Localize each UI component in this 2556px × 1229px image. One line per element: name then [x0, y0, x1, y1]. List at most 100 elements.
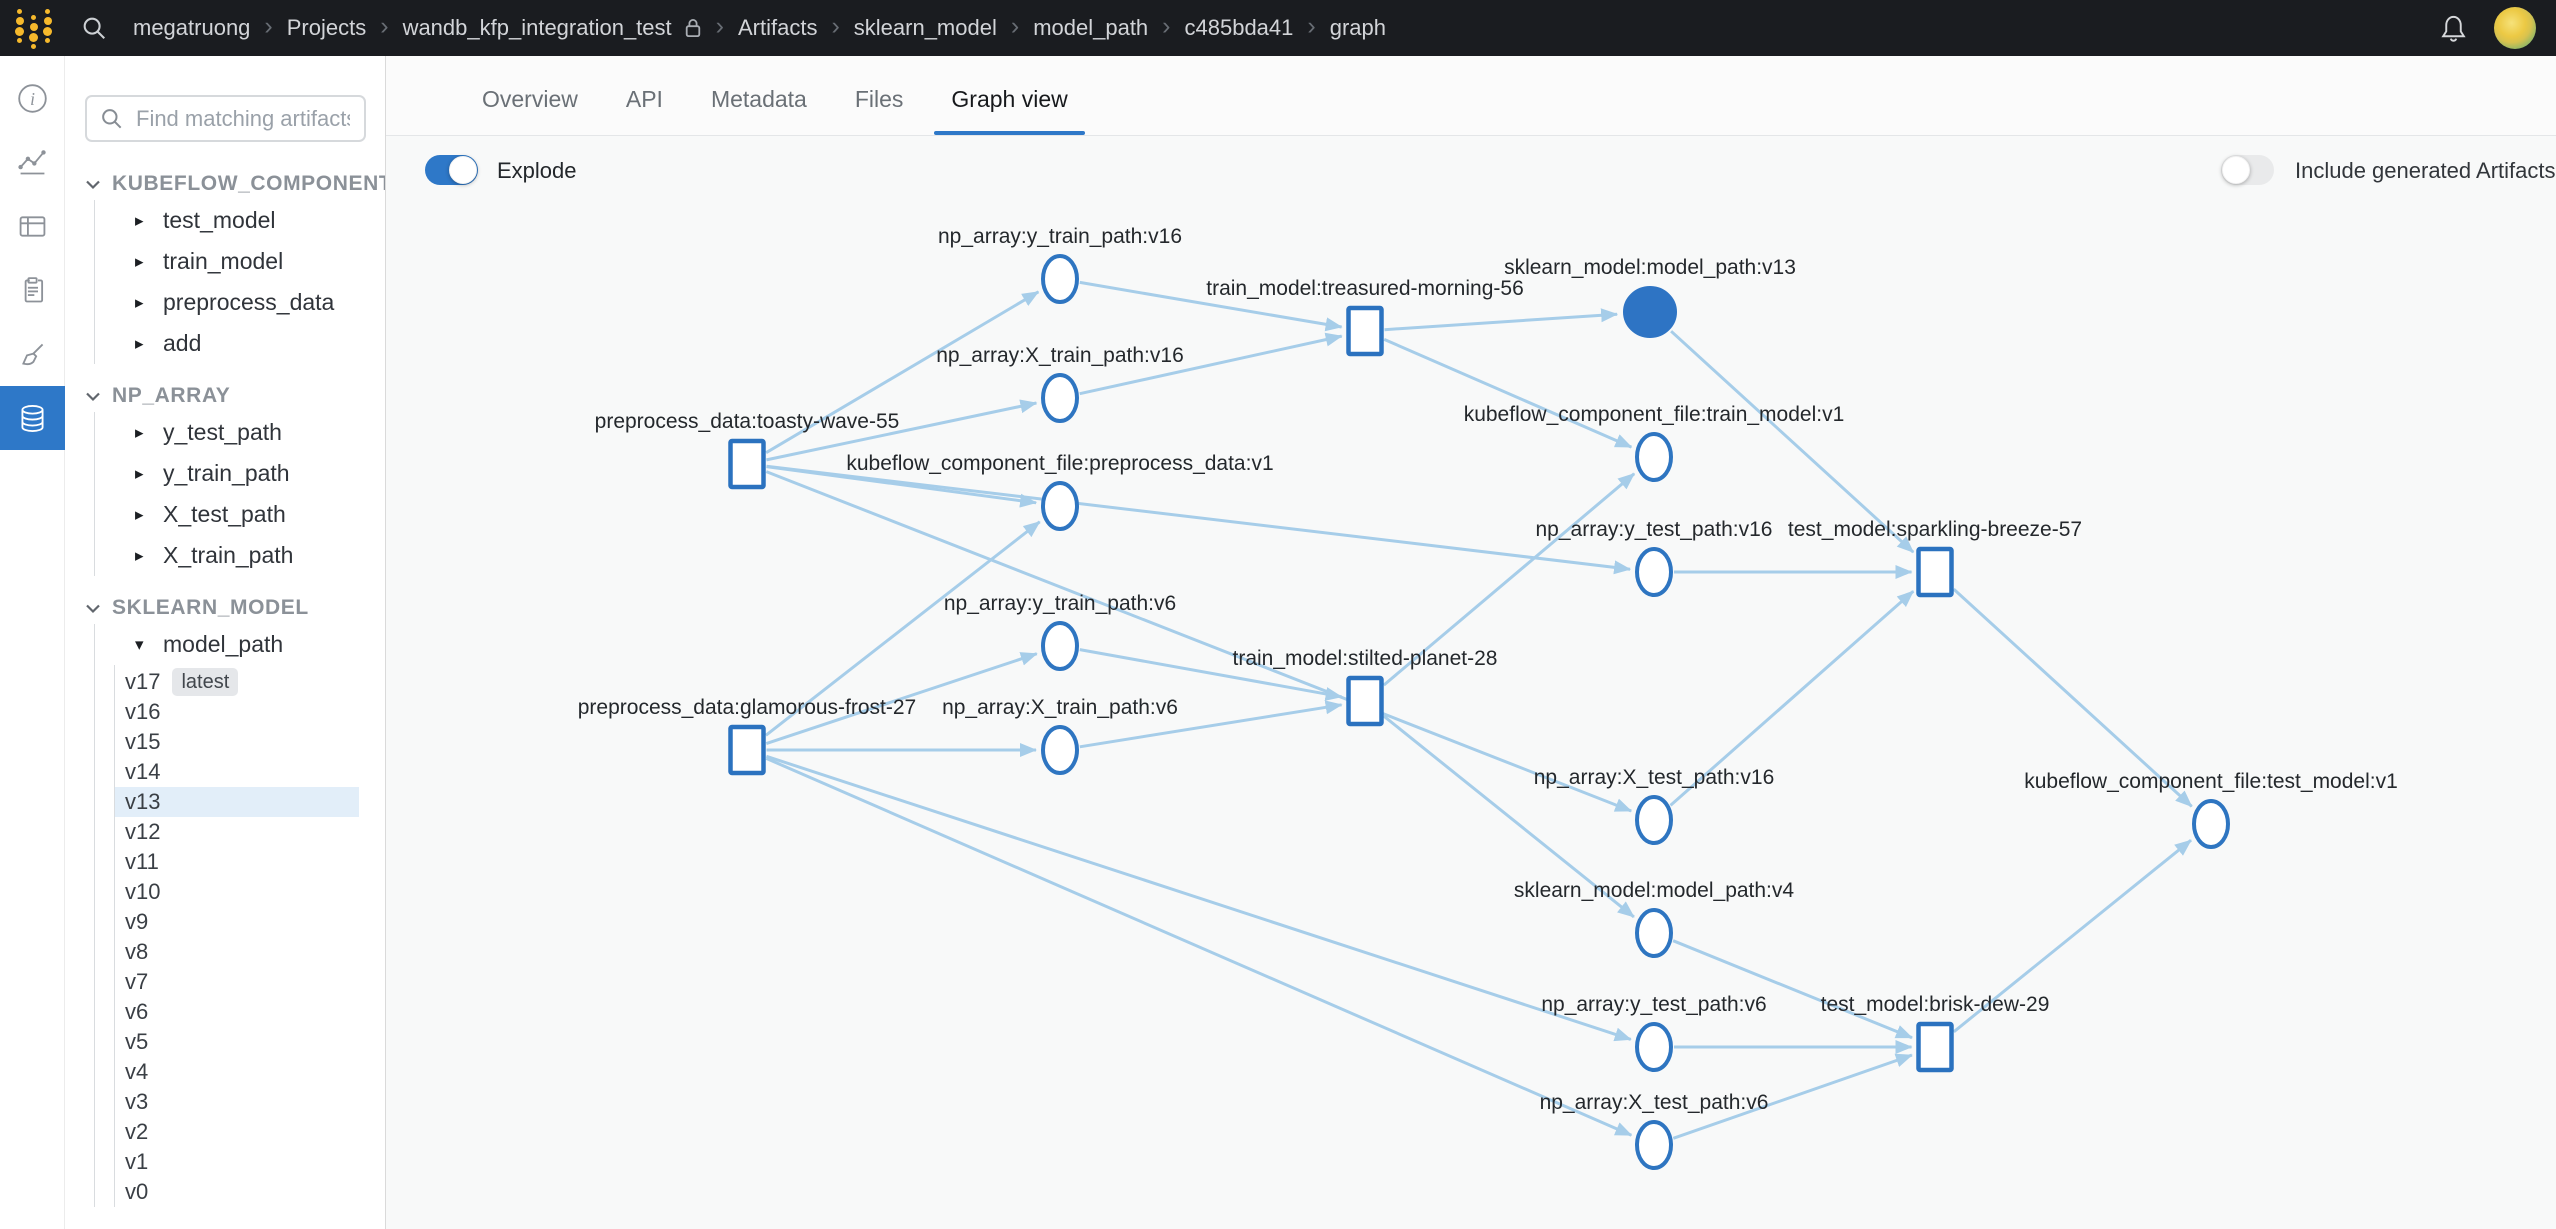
artifact-graph-canvas[interactable]: np_array:y_train_path:v16train_model:tre… [386, 56, 2556, 1229]
version-item-v13[interactable]: v13 [115, 787, 359, 817]
tree-section-header[interactable]: SKLEARN_MODEL [85, 592, 385, 624]
graph-node-B[interactable] [1346, 305, 1384, 357]
tree-item-add[interactable]: ▸add [95, 323, 385, 364]
graph-node-L[interactable] [1041, 725, 1079, 775]
breadcrumb-separator: › [264, 11, 273, 40]
version-item-v0[interactable]: v0 [115, 1177, 359, 1207]
graph-node-label: np_array:X_train_path:v6 [942, 696, 1178, 719]
triangle-right-icon: ▸ [135, 251, 144, 271]
graph-node-label: sklearn_model:model_path:v13 [1504, 256, 1796, 279]
version-item-v9[interactable]: v9 [115, 907, 359, 937]
version-item-v7[interactable]: v7 [115, 967, 359, 997]
tree-item-y_test_path[interactable]: ▸y_test_path [95, 412, 385, 453]
tree-item-X_test_path[interactable]: ▸X_test_path [95, 494, 385, 535]
graph-edge-M-J [765, 652, 1038, 746]
notifications-bell-icon[interactable] [2439, 13, 2468, 44]
rail-item-reports[interactable] [0, 258, 65, 322]
graph-node-N[interactable] [1635, 795, 1673, 845]
rail-item-charts[interactable] [0, 130, 65, 194]
explode-toggle[interactable] [425, 155, 478, 185]
version-label: v14 [125, 759, 161, 784]
graph-node-E[interactable] [728, 438, 766, 490]
breadcrumb-separator: › [715, 11, 724, 40]
graph-edge-E-H [766, 464, 1632, 575]
graph-node-label: np_array:X_train_path:v16 [936, 344, 1184, 367]
tree-item-train_model[interactable]: ▸train_model [95, 241, 385, 282]
version-item-v6[interactable]: v6 [115, 997, 359, 1027]
version-item-v8[interactable]: v8 [115, 937, 359, 967]
tree-item-preprocess_data[interactable]: ▸preprocess_data [95, 282, 385, 323]
graph-node-M[interactable] [728, 724, 766, 776]
breadcrumb-item[interactable]: megatruong [133, 15, 251, 40]
version-item-v1[interactable]: v1 [115, 1147, 359, 1177]
tab-metadata[interactable]: Metadata [710, 86, 807, 112]
graph-node-R[interactable] [2192, 799, 2230, 849]
version-item-v10[interactable]: v10 [115, 877, 359, 907]
tree-section-label: SKLEARN_MODEL [112, 596, 309, 619]
version-item-v16[interactable]: v16 [115, 697, 359, 727]
version-item-v15[interactable]: v15 [115, 727, 359, 757]
version-item-v11[interactable]: v11 [115, 847, 359, 877]
graph-node-H[interactable] [1635, 547, 1673, 597]
graph-node-P[interactable] [1635, 1022, 1673, 1072]
breadcrumb-item[interactable]: c485bda41 [1184, 15, 1294, 40]
breadcrumb-item[interactable]: graph [1329, 15, 1386, 40]
version-label: v5 [125, 1029, 149, 1054]
tree-section-header[interactable]: KUBEFLOW_COMPONENT... [85, 168, 385, 200]
version-item-v5[interactable]: v5 [115, 1027, 359, 1057]
version-item-v2[interactable]: v2 [115, 1117, 359, 1147]
graph-node-label: np_array:y_train_path:v6 [944, 592, 1176, 615]
graph-node-C[interactable] [1623, 286, 1677, 338]
artifact-sidebar: KUBEFLOW_COMPONENT...▸test_model▸train_m… [65, 56, 386, 1229]
breadcrumb-item[interactable]: model_path [1033, 15, 1149, 40]
rail-item-tables[interactable] [0, 194, 65, 258]
rail-item-sweeps[interactable] [0, 322, 65, 386]
tree-section-header[interactable]: NP_ARRAY [85, 380, 385, 412]
graph-node-O[interactable] [1635, 908, 1673, 958]
breadcrumb-item[interactable]: wandb_kfp_integration_test [402, 15, 672, 40]
avatar[interactable] [2494, 7, 2536, 49]
rail-item-artifacts[interactable] [0, 386, 65, 450]
graph-node-Q[interactable] [1916, 1021, 1954, 1073]
artifact-search-box[interactable] [85, 95, 366, 142]
breadcrumb-item[interactable]: Projects [286, 15, 367, 40]
graph-edge-A-B [1079, 280, 1343, 332]
graph-node-G[interactable] [1635, 432, 1673, 482]
version-item-v3[interactable]: v3 [115, 1087, 359, 1117]
version-item-v12[interactable]: v12 [115, 817, 359, 847]
breadcrumb-item[interactable]: sklearn_model [853, 15, 997, 40]
tree-item-model_path[interactable]: ▾model_path [95, 624, 385, 665]
graph-node-F[interactable] [1041, 481, 1079, 531]
tree-item-y_train_path[interactable]: ▸y_train_path [95, 453, 385, 494]
tab-files[interactable]: Files [854, 86, 904, 112]
graph-node-label: train_model:stilted-planet-28 [1233, 647, 1498, 670]
graph-node-J[interactable] [1041, 621, 1079, 671]
graph-node-S[interactable] [1635, 1120, 1673, 1170]
graph-node-K[interactable] [1346, 675, 1384, 727]
graph-node-D[interactable] [1041, 373, 1079, 423]
tab-api[interactable]: API [625, 86, 663, 112]
breadcrumb-item[interactable]: Artifacts [737, 15, 818, 40]
tree-item-X_train_path[interactable]: ▸X_train_path [95, 535, 385, 576]
graph-edge-E-A [765, 290, 1040, 454]
version-item-v4[interactable]: v4 [115, 1057, 359, 1087]
tree-item-test_model[interactable]: ▸test_model [95, 200, 385, 241]
version-label: v16 [125, 699, 161, 724]
tables-icon [16, 210, 49, 243]
graph-node-I[interactable] [1916, 546, 1954, 598]
tab-overview[interactable]: Overview [482, 86, 578, 112]
include-generated-artifacts-toggle[interactable] [2221, 155, 2274, 185]
graph-edge-K-O [1382, 714, 1635, 919]
search-icon[interactable] [80, 14, 108, 42]
rail-item-info[interactable]: i [0, 66, 65, 130]
wandb-logo-icon[interactable] [13, 7, 53, 49]
graph-node-label: preprocess_data:glamorous-frost-27 [578, 696, 917, 719]
graph-node-A[interactable] [1041, 254, 1079, 304]
tab-graph-view[interactable]: Graph view [927, 86, 1091, 135]
version-item-v14[interactable]: v14 [115, 757, 359, 787]
artifact-tree: KUBEFLOW_COMPONENT...▸test_model▸train_m… [85, 168, 385, 1223]
search-input[interactable] [134, 104, 352, 133]
graph-edge-S-Q [1672, 1053, 1913, 1140]
